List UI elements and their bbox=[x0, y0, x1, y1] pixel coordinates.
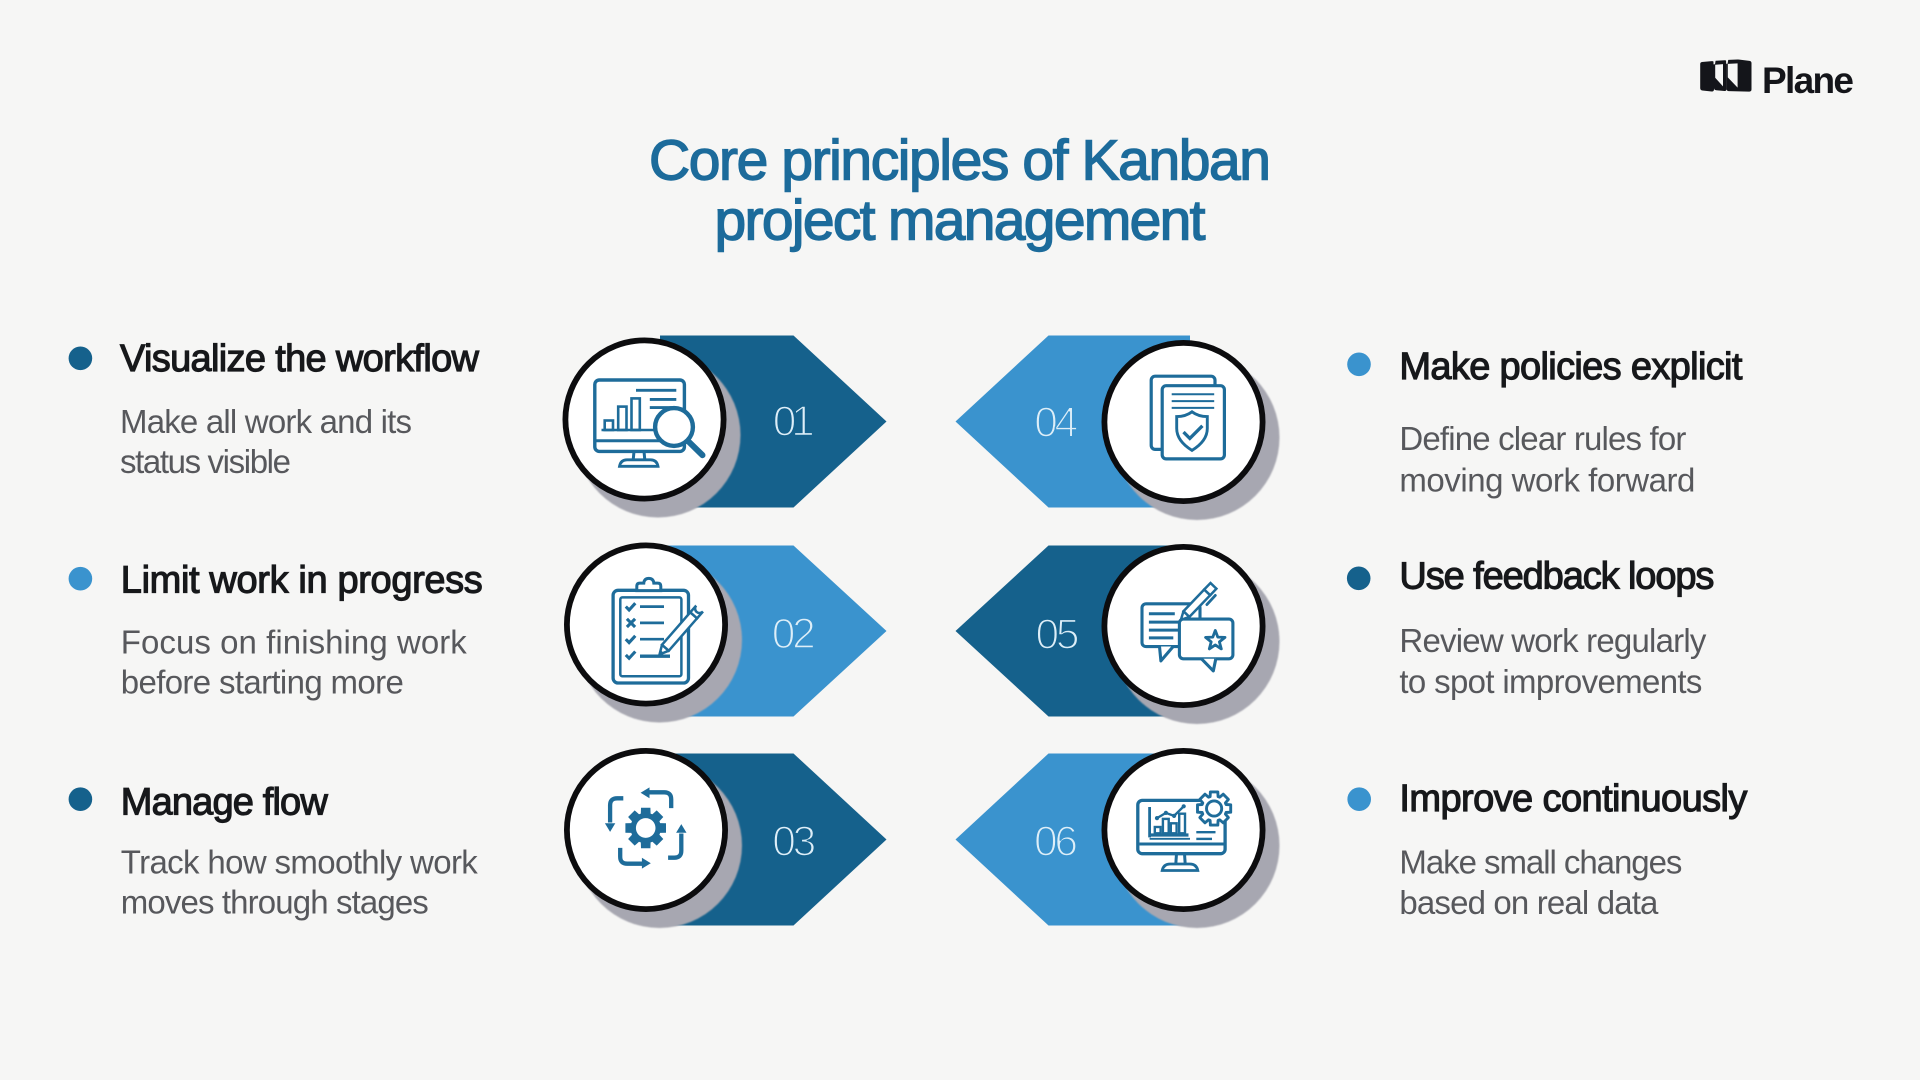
svg-text:based on real data: based on real data bbox=[1399, 884, 1659, 921]
svg-text:01: 01 bbox=[773, 399, 815, 446]
svg-text:04: 04 bbox=[1034, 400, 1078, 447]
svg-text:Define clear rules for: Define clear rules for bbox=[1399, 420, 1686, 457]
svg-text:Make policies explicit: Make policies explicit bbox=[1399, 346, 1742, 388]
svg-text:Improve continuously: Improve continuously bbox=[1399, 778, 1747, 820]
svg-text:Plane: Plane bbox=[1762, 60, 1854, 101]
svg-text:moving work forward: moving work forward bbox=[1399, 462, 1695, 499]
svg-text:Visualize the workflow: Visualize the workflow bbox=[120, 338, 480, 380]
svg-text:before starting more: before starting more bbox=[121, 664, 404, 701]
svg-text:03: 03 bbox=[772, 819, 816, 866]
svg-text:Make small changes: Make small changes bbox=[1399, 844, 1682, 881]
svg-text:06: 06 bbox=[1034, 819, 1078, 866]
svg-text:05: 05 bbox=[1036, 612, 1080, 659]
svg-text:project management: project management bbox=[715, 189, 1206, 253]
svg-text:Focus on finishing work: Focus on finishing work bbox=[121, 624, 468, 661]
svg-text:Core principles of Kanban: Core principles of Kanban bbox=[649, 129, 1271, 193]
svg-text:to spot improvements: to spot improvements bbox=[1399, 663, 1702, 700]
svg-text:Track how smoothly work: Track how smoothly work bbox=[121, 844, 479, 881]
svg-text:Limit work in progress: Limit work in progress bbox=[121, 560, 483, 602]
svg-text:02: 02 bbox=[772, 611, 816, 658]
svg-text:moves through stages: moves through stages bbox=[121, 884, 429, 921]
svg-text:Manage flow: Manage flow bbox=[121, 781, 329, 823]
svg-text:Make all work and its: Make all work and its bbox=[120, 403, 412, 440]
svg-text:Review work regularly: Review work regularly bbox=[1399, 622, 1707, 659]
svg-text:Use feedback loops: Use feedback loops bbox=[1399, 555, 1714, 597]
svg-text:status visible: status visible bbox=[120, 443, 291, 480]
